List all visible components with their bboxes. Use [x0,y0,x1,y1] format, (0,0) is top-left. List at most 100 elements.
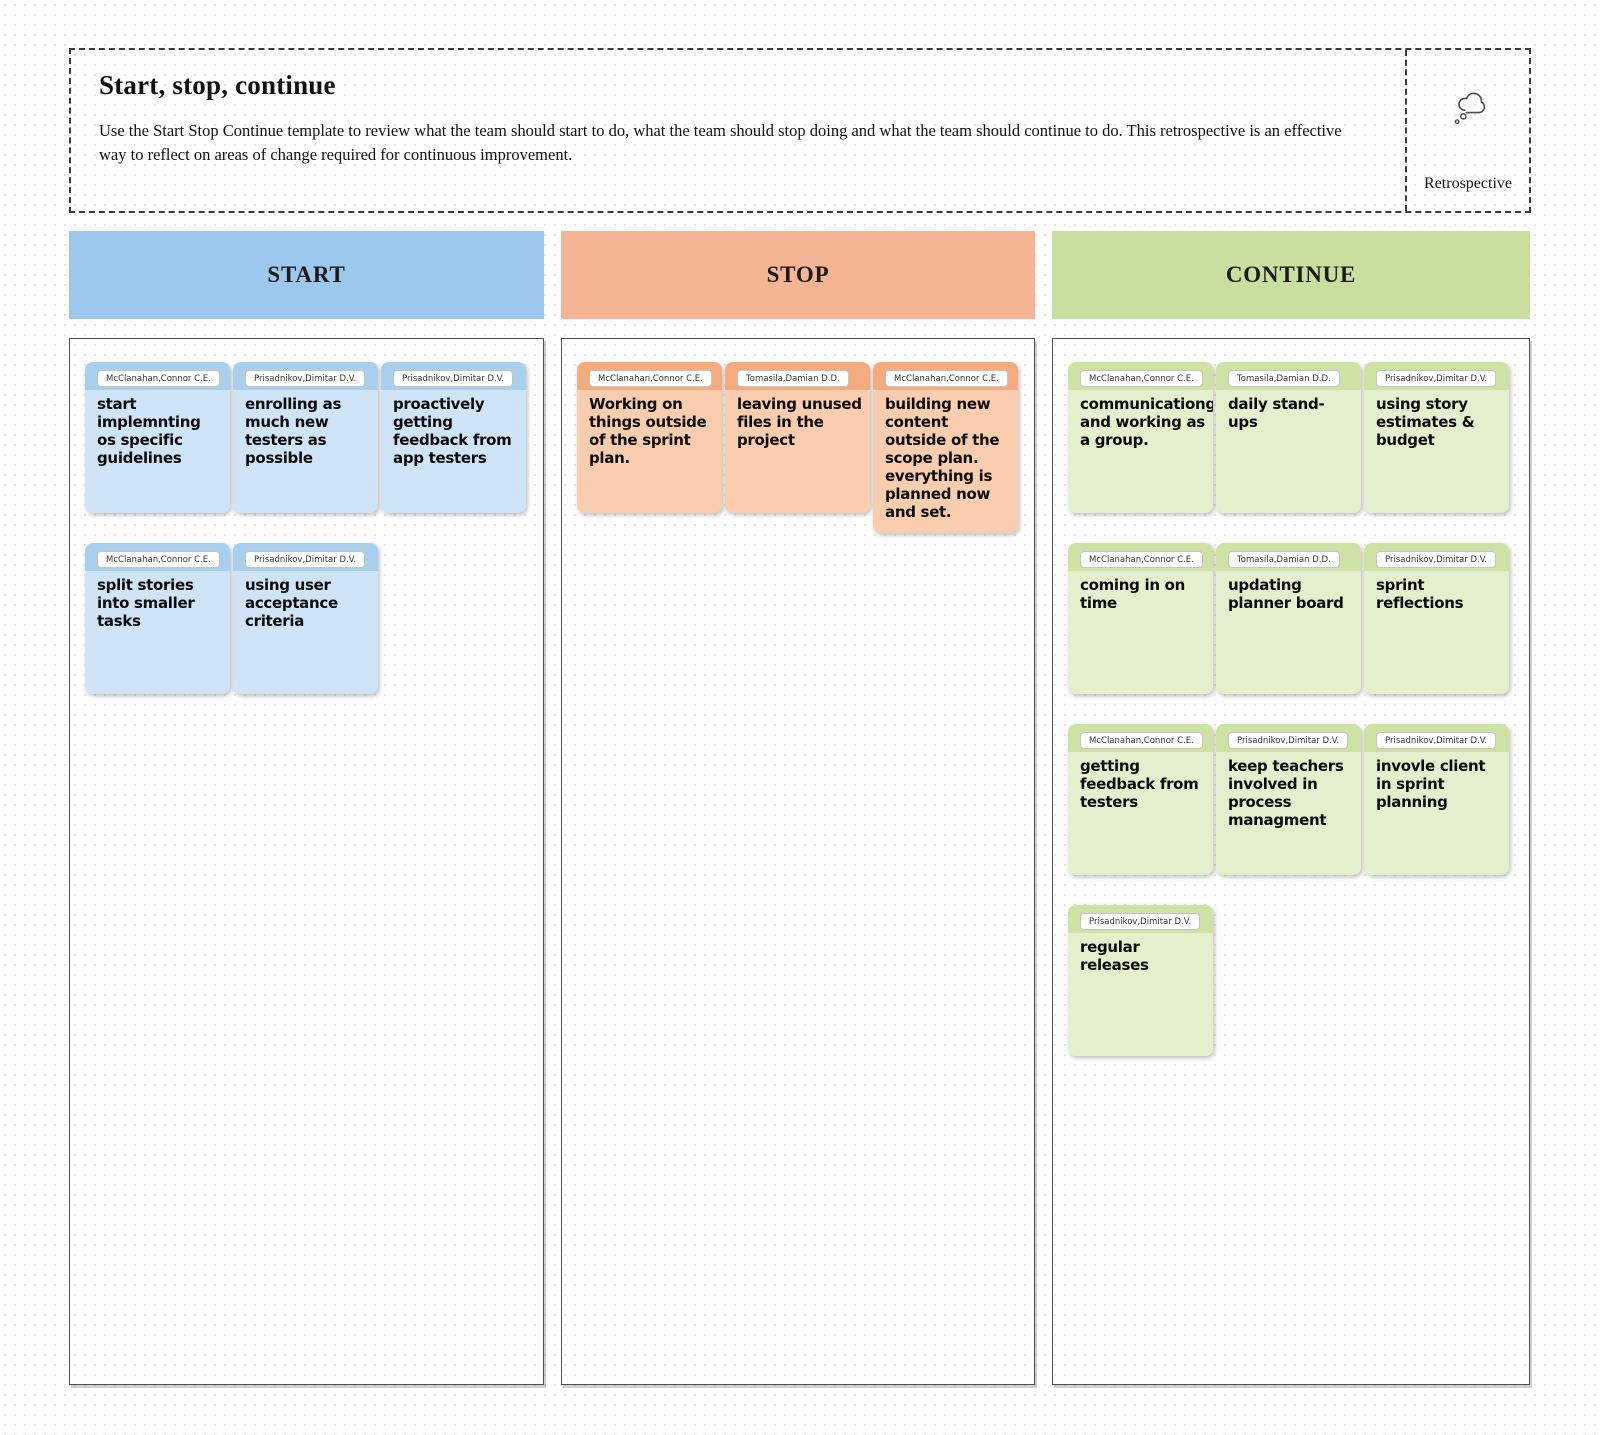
sticky-note-card[interactable]: Prisadnikov,Dimitar D.V. using story est… [1364,362,1509,513]
card-text[interactable]: regular releases [1080,938,1149,974]
card-text[interactable]: updating planner board [1228,576,1344,612]
sticky-note-card[interactable]: McClanahan,Connor C.E. building new cont… [873,362,1018,533]
card-body[interactable]: split stories into smaller tasks [85,571,230,694]
card-author-tag[interactable]: Prisadnikov,Dimitar D.V. [1376,551,1497,568]
card-author-strip: Prisadnikov,Dimitar D.V. [1216,724,1361,752]
stop-column-header: STOP [561,231,1035,319]
card-author-strip: McClanahan,Connor C.E. [1068,543,1213,571]
card-author-tag[interactable]: McClanahan,Connor C.E. [1080,732,1203,749]
card-author-strip: Prisadnikov,Dimitar D.V. [381,362,526,390]
card-author-tag[interactable]: Tomasila,Damian D.D. [737,370,849,387]
start-column-card-area[interactable]: McClanahan,Connor C.E. start implemnting… [69,338,544,1385]
card-author-tag[interactable]: Prisadnikov,Dimitar D.V. [1376,732,1497,749]
card-text[interactable]: leaving unused files in the project [737,395,862,449]
card-author-strip: Tomasila,Damian D.D. [1216,362,1361,390]
card-body[interactable]: start implemnting os specific guidelines [85,390,230,513]
card-author-strip: Prisadnikov,Dimitar D.V. [1068,905,1213,933]
card-body[interactable]: Working on things outside of the sprint … [577,390,722,513]
sticky-note-card[interactable]: McClanahan,Connor C.E. getting feedback … [1068,724,1213,875]
card-author-strip: Prisadnikov,Dimitar D.V. [233,362,378,390]
card-body[interactable]: getting feedback from testers [1068,752,1213,875]
card-author-tag[interactable]: Prisadnikov,Dimitar D.V. [1228,732,1349,749]
column-stop: STOP McClanahan,Connor C.E. Working on t… [561,231,1035,1385]
sticky-note-card[interactable]: Prisadnikov,Dimitar D.V. invovle client … [1364,724,1509,875]
card-author-strip: Prisadnikov,Dimitar D.V. [1364,724,1509,752]
card-body[interactable]: communicationg and working as a group. [1068,390,1213,513]
card-text[interactable]: sprint reflections [1376,576,1464,612]
card-author-tag[interactable]: Prisadnikov,Dimitar D.V. [245,370,366,387]
continue-column-header: CONTINUE [1052,231,1530,319]
sticky-note-card[interactable]: Tomasila,Damian D.D. updating planner bo… [1216,543,1361,694]
card-text[interactable]: communicationg and working as a group. [1080,395,1213,449]
card-author-strip: Tomasila,Damian D.D. [725,362,870,390]
card-body[interactable]: using story estimates & budget [1364,390,1509,513]
card-body[interactable]: enrolling as much new testers as possibl… [233,390,378,513]
card-author-tag[interactable]: McClanahan,Connor C.E. [1080,551,1203,568]
card-text[interactable]: using user acceptance criteria [245,576,338,630]
card-text[interactable]: enrolling as much new testers as possibl… [245,395,342,467]
card-text[interactable]: split stories into smaller tasks [97,576,195,630]
card-author-tag[interactable]: McClanahan,Connor C.E. [885,370,1008,387]
sticky-note-card[interactable]: Tomasila,Damian D.D. daily stand-ups [1216,362,1361,513]
card-body[interactable]: building new content outside of the scop… [873,390,1018,533]
thought-cloud-icon [1448,86,1488,128]
start-column-header: START [69,231,544,319]
card-author-strip: Prisadnikov,Dimitar D.V. [1364,543,1509,571]
card-author-strip: Prisadnikov,Dimitar D.V. [1364,362,1509,390]
card-author-tag[interactable]: McClanahan,Connor C.E. [97,551,220,568]
card-body[interactable]: keep teachers involved in process managm… [1216,752,1361,875]
card-text[interactable]: using story estimates & budget [1376,395,1475,449]
template-description: Use the Start Stop Continue template to … [99,121,1342,164]
card-body[interactable]: regular releases [1068,933,1213,1056]
card-author-strip: McClanahan,Connor C.E. [85,543,230,571]
card-author-tag[interactable]: Prisadnikov,Dimitar D.V. [245,551,366,568]
card-text[interactable]: proactively getting feedback from app te… [393,395,512,467]
card-body[interactable]: sprint reflections [1364,571,1509,694]
sticky-note-card[interactable]: Prisadnikov,Dimitar D.V. using user acce… [233,543,378,694]
card-author-strip: McClanahan,Connor C.E. [873,362,1018,390]
card-body[interactable]: using user acceptance criteria [233,571,378,694]
card-text[interactable]: start implemnting os specific guidelines [97,395,201,467]
card-text[interactable]: Working on things outside of the sprint … [589,395,707,467]
sticky-note-card[interactable]: Prisadnikov,Dimitar D.V. sprint reflecti… [1364,543,1509,694]
card-author-tag[interactable]: McClanahan,Connor C.E. [1080,370,1203,387]
board: START McClanahan,Connor C.E. start imple… [69,231,1531,1385]
card-author-tag[interactable]: Prisadnikov,Dimitar D.V. [393,370,514,387]
card-body[interactable]: daily stand-ups [1216,390,1361,513]
stop-column-card-area[interactable]: McClanahan,Connor C.E. Working on things… [561,338,1035,1385]
sticky-note-card[interactable]: McClanahan,Connor C.E. start implemnting… [85,362,230,513]
card-body[interactable]: updating planner board [1216,571,1361,694]
card-body[interactable]: invovle client in sprint planning [1364,752,1509,875]
card-author-tag[interactable]: McClanahan,Connor C.E. [589,370,712,387]
sticky-note-card[interactable]: Prisadnikov,Dimitar D.V. enrolling as mu… [233,362,378,513]
card-body[interactable]: coming in on time [1068,571,1213,694]
card-author-strip: McClanahan,Connor C.E. [85,362,230,390]
card-text[interactable]: daily stand-ups [1228,395,1325,431]
sticky-note-card[interactable]: McClanahan,Connor C.E. coming in on time [1068,543,1213,694]
card-body[interactable]: leaving unused files in the project [725,390,870,513]
sticky-note-card[interactable]: Prisadnikov,Dimitar D.V. regular release… [1068,905,1213,1056]
card-author-tag[interactable]: Tomasila,Damian D.D. [1228,551,1340,568]
card-author-tag[interactable]: Prisadnikov,Dimitar D.V. [1080,913,1201,930]
card-body[interactable]: proactively getting feedback from app te… [381,390,526,513]
card-text[interactable]: keep teachers involved in process managm… [1228,757,1344,829]
continue-column-card-area[interactable]: McClanahan,Connor C.E. communicationg an… [1052,338,1530,1385]
sticky-note-card[interactable]: Tomasila,Damian D.D. leaving unused file… [725,362,870,513]
card-author-strip: McClanahan,Connor C.E. [1068,362,1213,390]
card-text[interactable]: building new content outside of the scop… [885,395,1000,521]
sticky-note-card[interactable]: McClanahan,Connor C.E. split stories int… [85,543,230,694]
card-author-tag[interactable]: Prisadnikov,Dimitar D.V. [1376,370,1497,387]
card-text[interactable]: coming in on time [1080,576,1186,612]
card-author-tag[interactable]: McClanahan,Connor C.E. [97,370,220,387]
template-header-box: Start, stop, continue Use the Start Stop… [69,48,1531,213]
card-author-tag[interactable]: Tomasila,Damian D.D. [1228,370,1340,387]
sticky-note-card[interactable]: McClanahan,Connor C.E. Working on things… [577,362,722,513]
column-continue: CONTINUE McClanahan,Connor C.E. communic… [1052,231,1530,1385]
sticky-note-card[interactable]: Prisadnikov,Dimitar D.V. keep teachers i… [1216,724,1361,875]
retrospective-badge: Retrospective [1405,50,1529,211]
sticky-note-card[interactable]: McClanahan,Connor C.E. communicationg an… [1068,362,1213,513]
card-text[interactable]: getting feedback from testers [1080,757,1199,811]
card-text[interactable]: invovle client in sprint planning [1376,757,1486,811]
sticky-note-card[interactable]: Prisadnikov,Dimitar D.V. proactively get… [381,362,526,513]
retrospective-label: Retrospective [1424,175,1512,192]
